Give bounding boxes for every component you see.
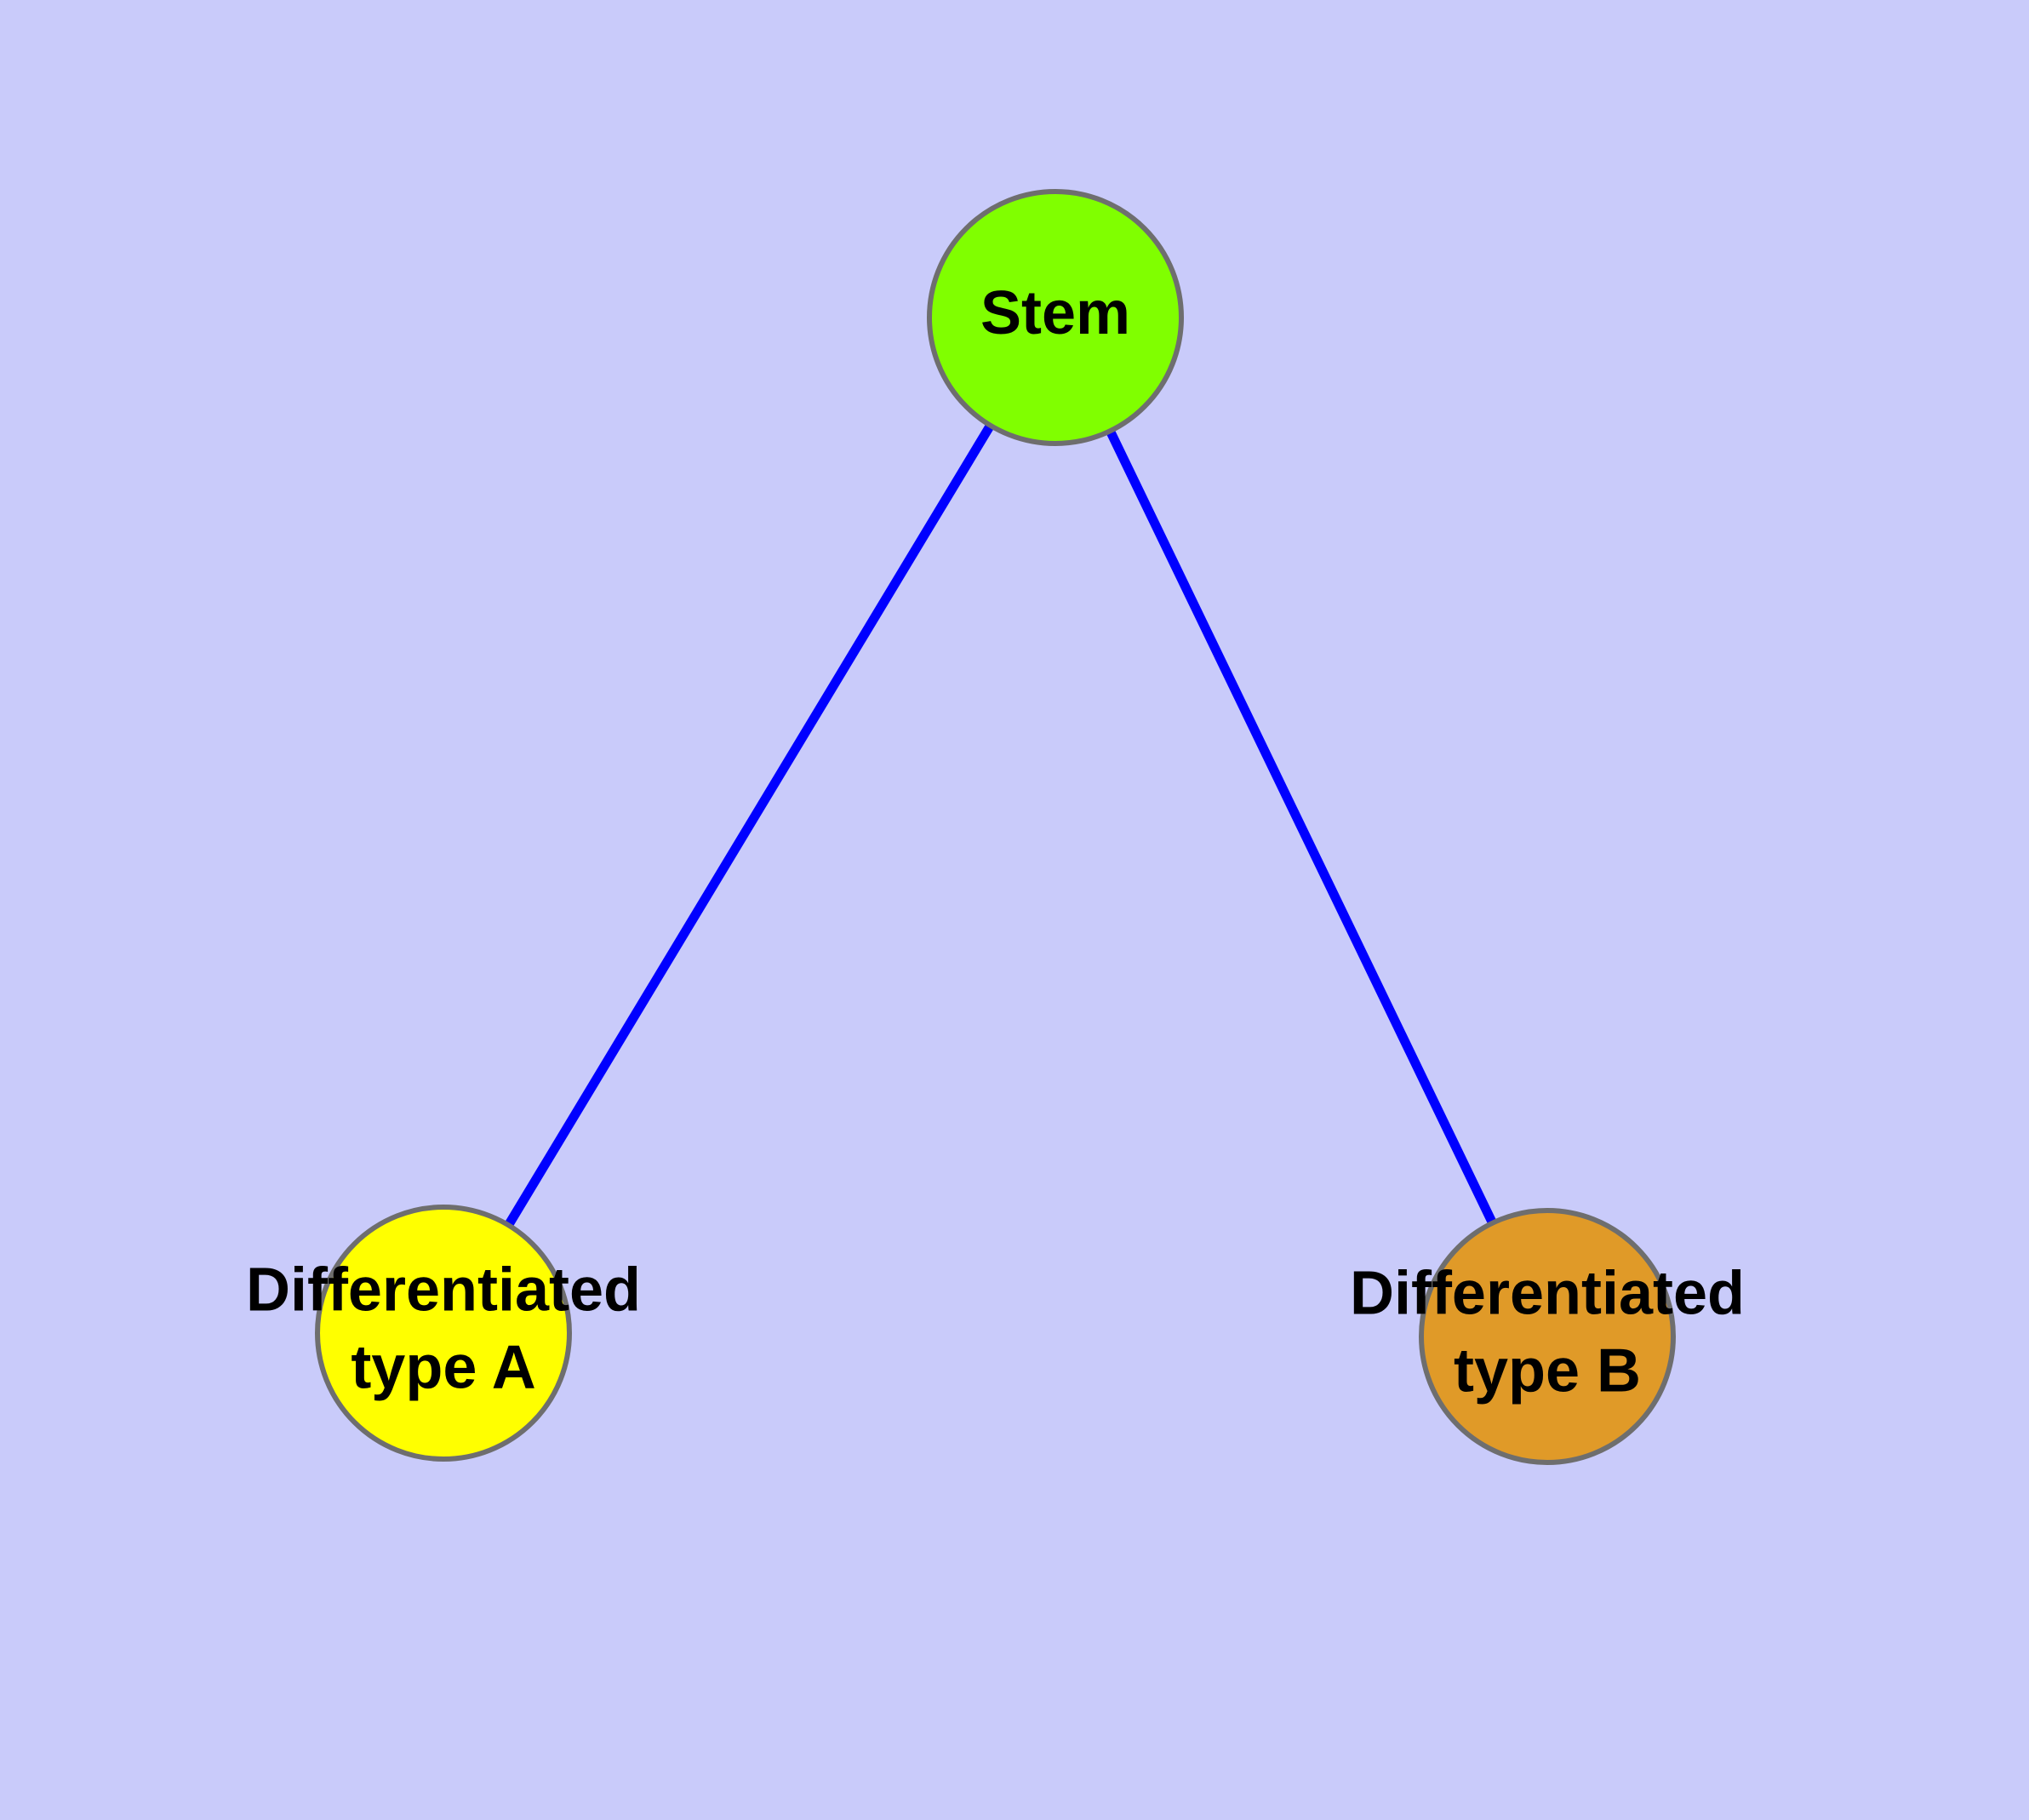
node-label-stem: Stem [980, 279, 1130, 347]
node-label-line: Stem [980, 279, 1130, 347]
node-stem[interactable] [927, 189, 1184, 446]
node-label-line: type A [351, 1333, 535, 1401]
node-diff-b[interactable] [1419, 1208, 1676, 1465]
node-label-line: type B [1454, 1336, 1641, 1405]
node-label-diff-a: Differentiated type A [246, 1256, 641, 1402]
edge-layer [504, 422, 1497, 1228]
node-label-diff-b: Differentiated type B [1350, 1260, 1745, 1405]
node-label-line: Differentiated [1350, 1260, 1745, 1328]
node-diff-a[interactable] [315, 1205, 572, 1462]
edge-stem-to-diff-a[interactable] [504, 422, 995, 1228]
node-layer [315, 189, 1676, 1465]
node-label-line: Differentiated [246, 1256, 641, 1325]
edge-stem-to-diff-b[interactable] [1106, 428, 1497, 1226]
